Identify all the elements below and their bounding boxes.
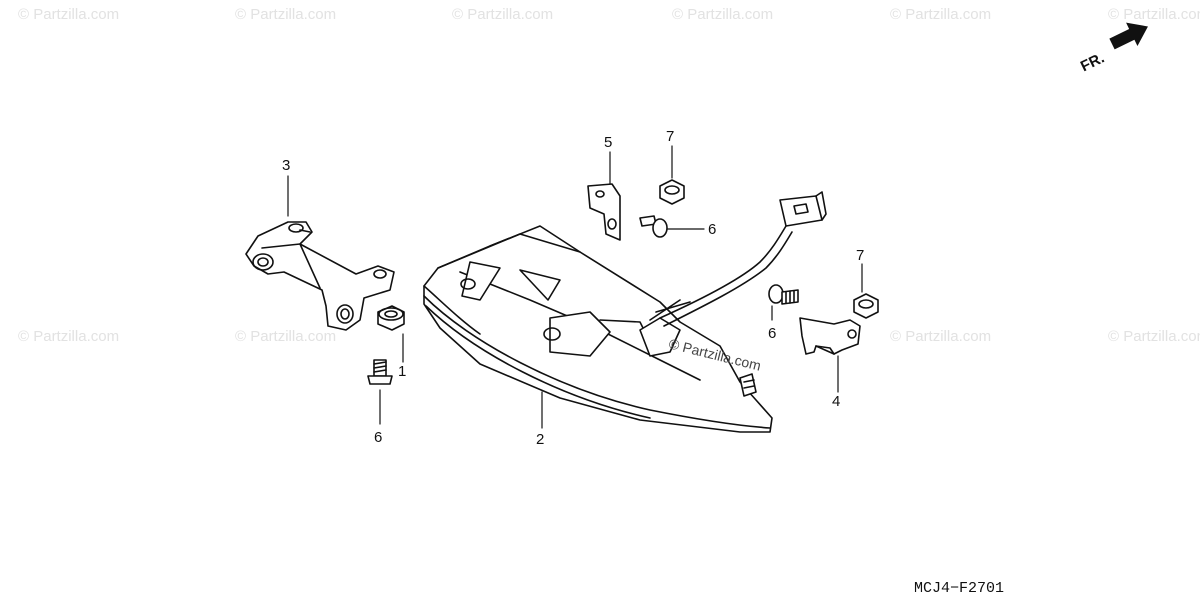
callout-4: 4 [832, 393, 840, 410]
watermark: © Partzilla.com [452, 6, 554, 23]
watermark: © Partzilla.com [890, 6, 992, 23]
nut-part-7-right [853, 293, 879, 319]
bolt-part-6-upper [639, 215, 668, 238]
bracket-part-4 [799, 317, 861, 355]
wire-harness [659, 191, 827, 327]
bolt-part-6-right [768, 284, 799, 305]
callout-5: 5 [604, 134, 612, 151]
bracket-part-5 [587, 183, 621, 241]
callout-6-right: 6 [768, 325, 776, 342]
leader-lines [287, 145, 863, 429]
watermark: © Partzilla.com [1108, 6, 1200, 23]
watermark: © Partzilla.com [672, 6, 774, 23]
callout-7-right: 7 [856, 247, 864, 264]
callout-6-upper: 6 [708, 221, 716, 238]
direction-label: FR. [1078, 49, 1107, 75]
tail-light-housing-part-2 [423, 225, 773, 433]
callout-3: 3 [282, 157, 290, 174]
callout-7-upper: 7 [666, 128, 674, 145]
bolt-part-6-left [367, 359, 393, 385]
watermark: © Partzilla.com [18, 328, 120, 345]
watermark: © Partzilla.com [18, 6, 120, 23]
callout-1: 1 [398, 363, 406, 380]
watermark: © Partzilla.com [235, 6, 337, 23]
stay-bracket-part-3 [245, 221, 395, 331]
nut-part-1 [377, 305, 405, 331]
watermark: © Partzilla.com [1108, 328, 1200, 345]
callout-2: 2 [536, 431, 544, 448]
fr-direction-arrow-icon [1109, 22, 1148, 50]
nut-part-7-upper [659, 179, 685, 205]
callout-6-left: 6 [374, 429, 382, 446]
diagram-code: MCJ4−F2701 [914, 580, 1005, 597]
watermark: © Partzilla.com [235, 328, 337, 345]
watermark: © Partzilla.com [890, 328, 992, 345]
